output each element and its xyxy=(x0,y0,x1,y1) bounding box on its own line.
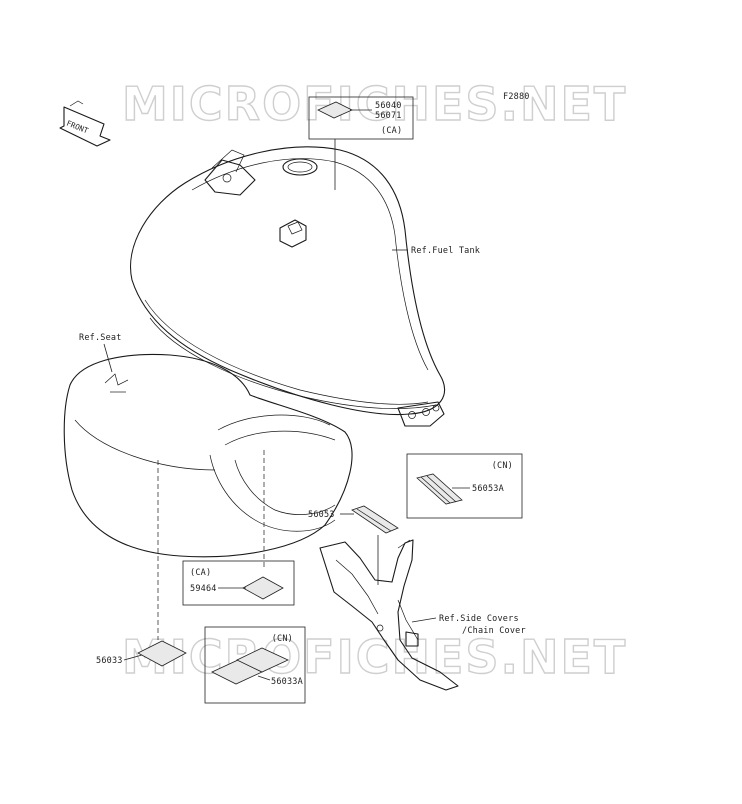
decal-56053a-stripe-icon xyxy=(416,473,463,505)
decal-box-56033a xyxy=(204,626,306,704)
decal-56053-stripe-icon xyxy=(351,505,399,534)
watermark-bottom: MICROFICHES.NET xyxy=(122,630,627,684)
figure-code: F2880 xyxy=(503,92,530,102)
ref-side-covers-label: Ref.Side Covers xyxy=(439,614,519,624)
ref-seat-label: Ref.Seat xyxy=(79,333,122,343)
group-ca-bottom: (CA) xyxy=(190,568,211,578)
part-56033: 56033 xyxy=(96,656,123,666)
decal-56033a-right-icon xyxy=(236,647,289,673)
decal-box-56053a xyxy=(406,453,523,519)
part-59464: 59464 xyxy=(190,584,217,594)
group-ca-top: (CA) xyxy=(381,126,402,136)
seat-illustration xyxy=(63,353,353,558)
ref-chain-cover-label: /Chain Cover xyxy=(462,626,526,636)
part-56053a: 56053A xyxy=(472,484,504,494)
decal-59464-icon xyxy=(242,576,284,600)
group-cn-bottom: (CN) xyxy=(272,634,293,644)
ref-fuel-tank-label: Ref.Fuel Tank xyxy=(411,246,480,256)
watermark-top: MICROFICHES.NET xyxy=(122,77,627,131)
decal-box-56040 xyxy=(308,96,414,140)
part-56071: 56071 xyxy=(375,111,402,121)
decal-56033-icon xyxy=(137,640,187,667)
front-arrow-icon: FRONT xyxy=(59,100,111,147)
group-cn-top: (CN) xyxy=(492,461,513,471)
decal-box-59464 xyxy=(182,560,295,606)
part-56053: 56053 xyxy=(308,510,335,520)
side-cover-illustration xyxy=(319,539,459,691)
fuel-tank-illustration xyxy=(130,146,446,427)
part-56033a: 56033A xyxy=(271,677,303,687)
part-56040: 56040 xyxy=(375,101,402,111)
